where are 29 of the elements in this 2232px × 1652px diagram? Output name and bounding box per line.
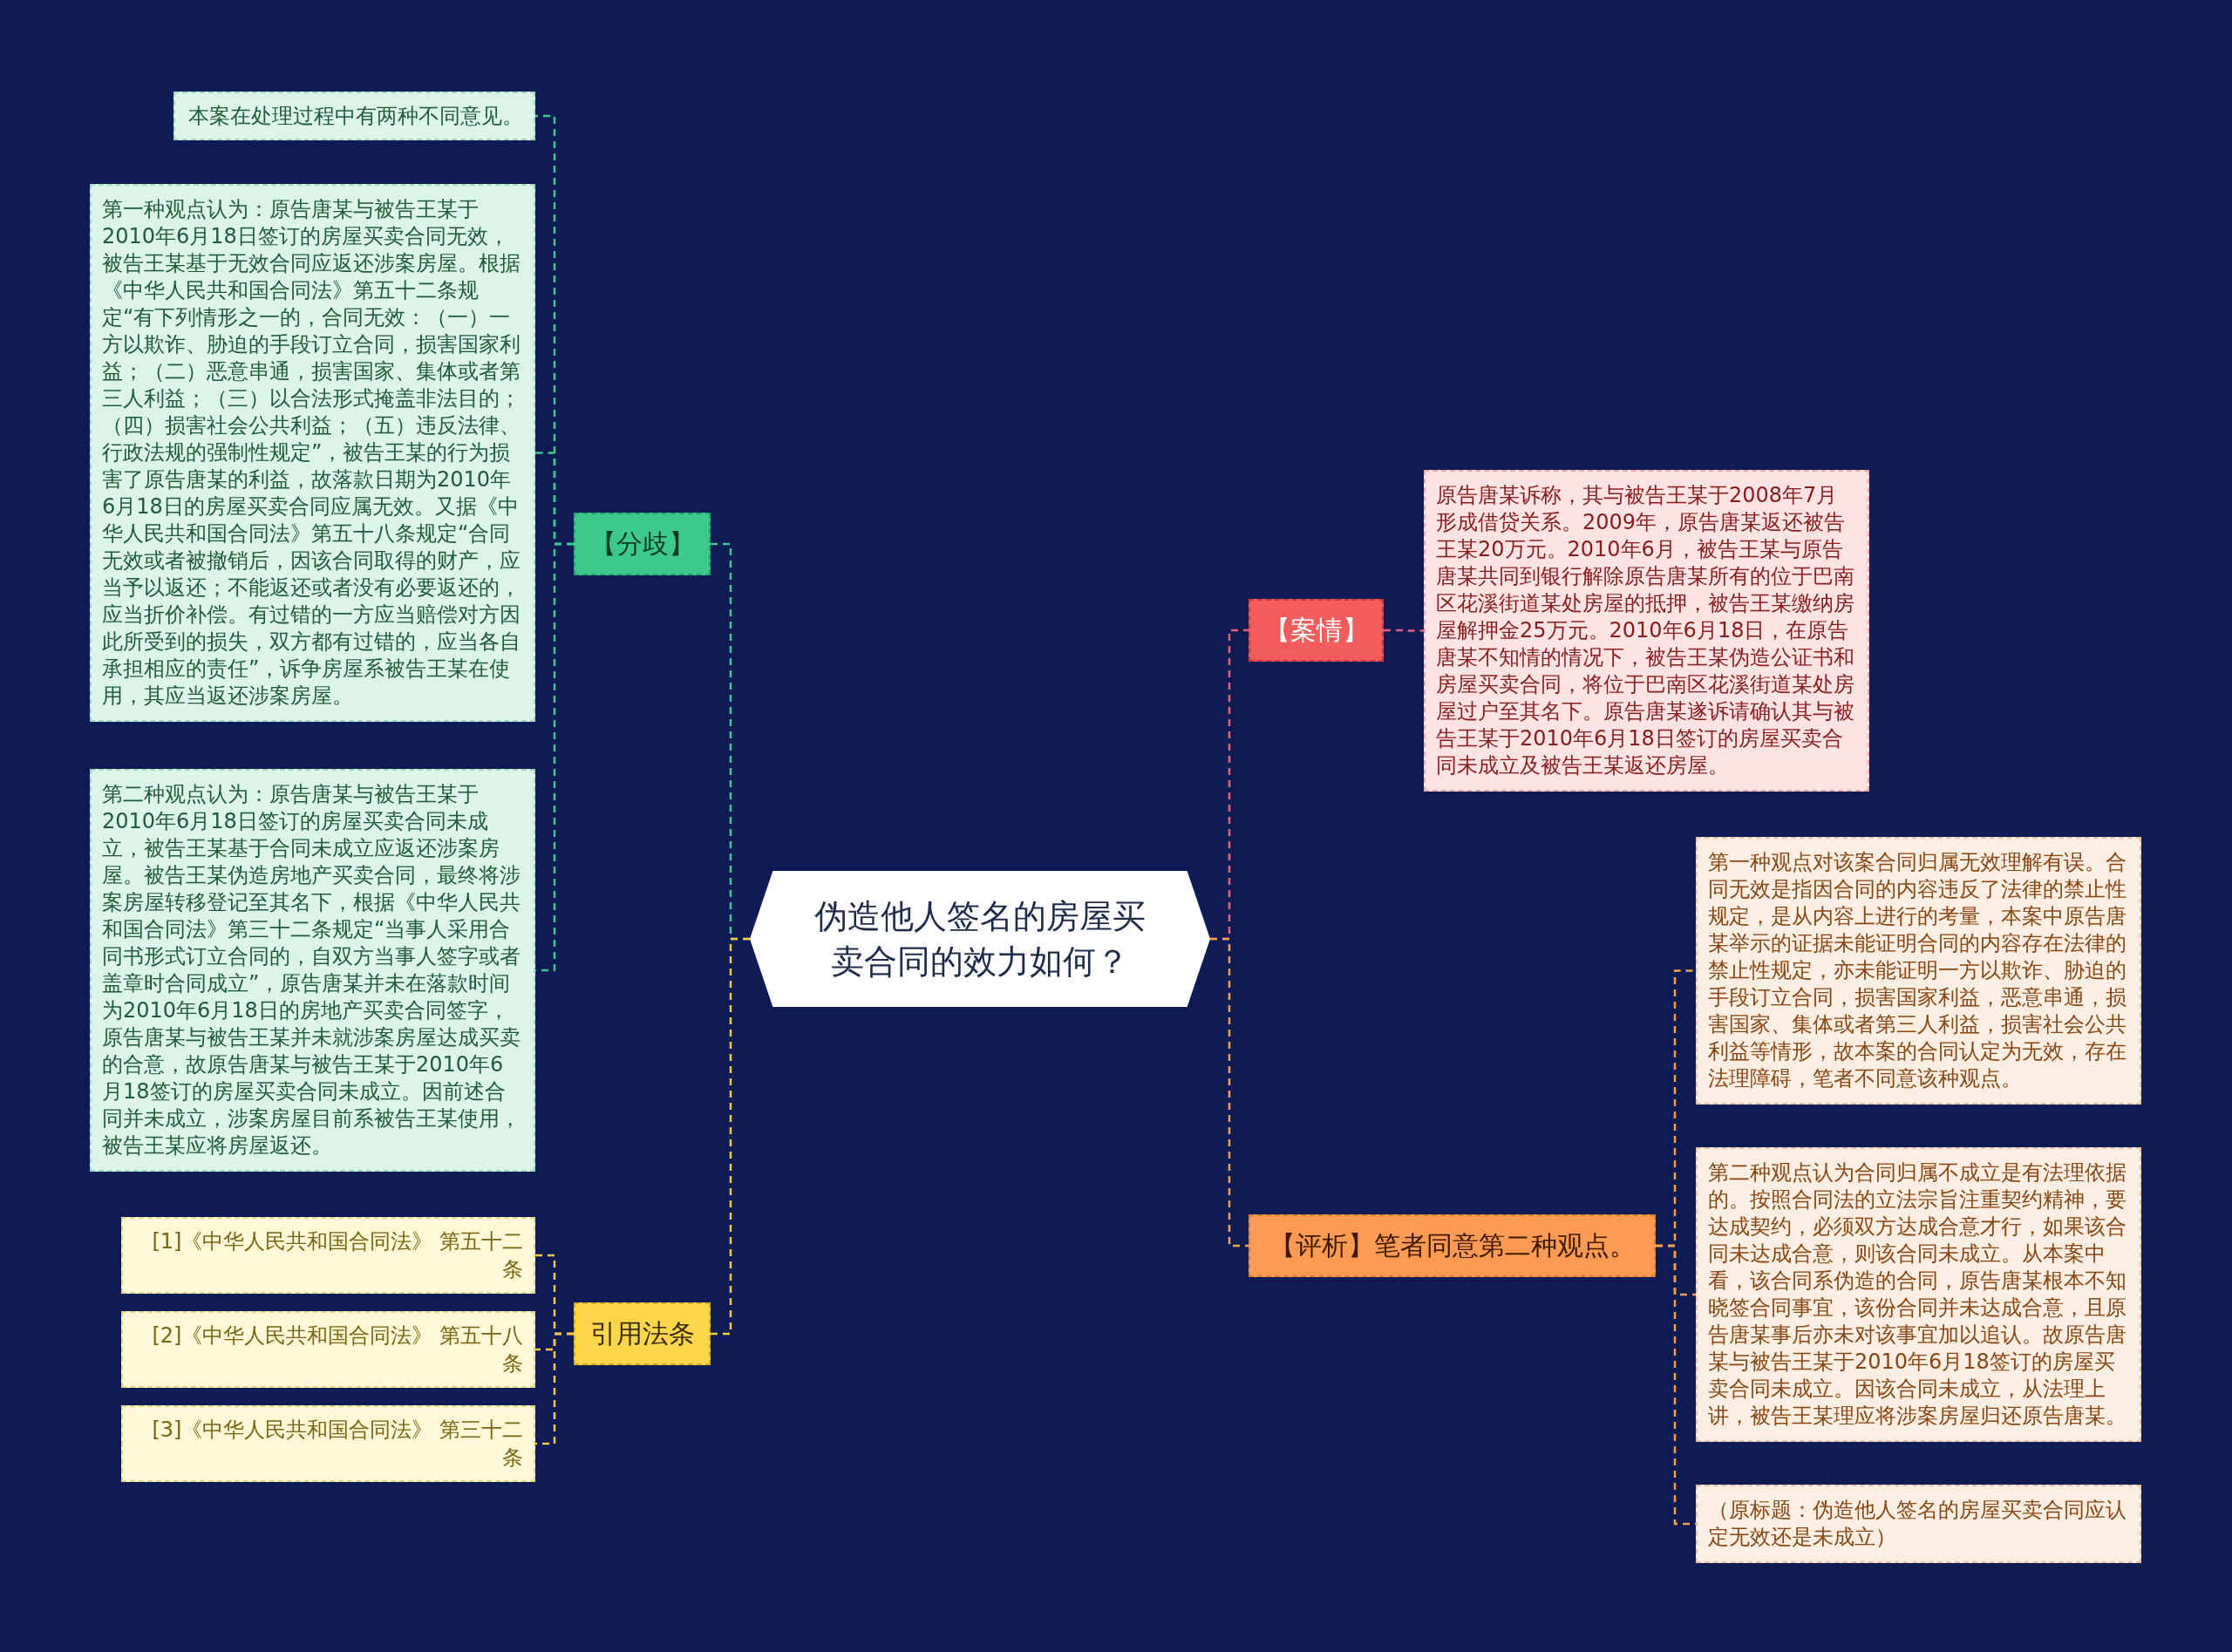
connector-line <box>1384 629 1424 632</box>
note-card <box>174 92 535 140</box>
branch-topic <box>574 513 711 575</box>
topic-hexagon <box>750 871 1210 1007</box>
node-text: 本案在处理过程中有两种不同意见。 <box>187 103 523 130</box>
branch-topic <box>574 1302 711 1365</box>
branch-topic <box>1249 599 1384 662</box>
connector-line <box>711 937 750 1336</box>
branch-topic <box>1249 1214 1656 1277</box>
citation-card <box>121 1405 535 1482</box>
node-text: [1]《中华人民共和国合同法》 第五十二条 <box>151 1228 523 1283</box>
node-text: （原标题：伪造他人签名的房屋买卖合同应认定无效还是未成立） <box>1708 1497 2127 1551</box>
citation-card <box>121 1311 535 1388</box>
topic-title: 伪造他人签名的房屋买卖合同的效力如何？ <box>813 896 1147 982</box>
node-text: 原告唐某诉称，其与被告王某于2008年7月形成借贷关系。2009年，原告唐某返还被告王某20万元。2010年6月，被告王某与原告唐某共同到银行解除原告唐某所有的位于巴南区花溪街道某处房屋的抵押，被告王某缴纳房屋解押金25万元。2010年6月18日，在原告唐某不知情的情况下，被告王某伪造公证书和房屋买卖合同，将位于巴南区花溪街道某处房屋过户至其名下。原告唐某遂诉请确认其与被告王某于2010年6月18日签订的房屋买卖合同未成立及被告王某返还房屋。 <box>1436 482 1855 779</box>
node-text: 第二种观点认为：原告唐某与被告王某于2010年6月18日签订的房屋买卖合同未成立，被告王某基于合同未成立应返还涉案房屋。被告王某伪造房地产买卖合同，最终将涉案房屋转移登记至其名下，根据《中华人民共和国合同法》第三十二条规定“当事人采用合同书形式订立合同的，自双方当事人签字或者盖章时合同成立”，原告唐某并未在落款时间为2010年6月18日的房地产买卖合同签字，原告唐某与被告王某并未就涉案房屋达成买卖的合意，故原告唐某与被告王某于2010年6月18签订的房屋买卖合同未成立。因前述合同并未成立，涉案房屋目前系被告王某使用，被告王某应将房屋返还。 <box>102 781 521 1159</box>
node-text: 第二种观点认为合同归属不成立是有法理依据的。按照合同法的立法宗旨注重契约精神，要达成契约，必须双方达成合意才行，如果该合同未达成合意，则该合同未成立。从本案中看，该合同系伪造的合同，原告唐某根本不知晓签合同事宜，该份合同并未达成合意，且原告唐某事后亦未对该事宜加以追认。故原告唐某与被告王某于2010年6月18签订的房屋买卖合同未成立。因该合同未成立，从法理上讲，被告王某理应将涉案房屋归还原告唐某。 <box>1708 1159 2127 1430</box>
node-text: [3]《中华人民共和国合同法》 第三十二条 <box>151 1417 523 1472</box>
node-text: 第一种观点对该案合同归属无效理解有误。合同无效是指因合同的内容违反了法律的禁止性规定，是从内容上进行的考量，本案中原告唐某举示的证据未能证明合同的内容存在法律的禁止性规定，亦未能证明一方以欺诈、胁迫的手段订立合同，损害国家利益，恶意串通，损害国家、集体或者第三人利益，损害社会公共利益等情形，故本案的合同认定为无效，存在法理障碍，笔者不同意该种观点。 <box>1708 849 2127 1092</box>
node-text: 【评析】笔者同意第二种观点。 <box>1268 1229 1637 1262</box>
node-text: 【案情】 <box>1262 614 1370 647</box>
node-text: [2]《中华人民共和国合同法》 第五十八条 <box>151 1322 523 1377</box>
connector-line <box>535 1332 574 1445</box>
citation-card <box>121 1217 535 1294</box>
node-text: 引用法条 <box>589 1317 696 1350</box>
node-text: 【分歧】 <box>589 527 696 561</box>
note-card <box>1696 1485 2141 1563</box>
node-text: 第一种观点认为：原告唐某与被告王某于2010年6月18日签订的房屋买卖合同无效，被告王某基于无效合同应返还涉案房屋。根据《中华人民共和国合同法》第五十二条规定“有下列情形之一的，合同无效：（一）一方以欺诈、胁迫的手段订立合同，损害国家利益；（二）恶意串通，损害国家、集体或者第三人利益；（三）以合法形式掩盖非法目的；（四）损害社会公共利益；（五）违反法律、行政法规的强制性规定”，被告王某的行为损害了原告唐某的利益，故落款日期为2010年6月18日的房屋买卖合同应属无效。又据《中华人民共和国合同法》第五十八条规定“合同无效或者被撤销后，因该合同取得的财产，应当予以返还；不能返还或者没有必要返还的，应当折价补偿。有过错的一方应当赔偿对方因此所受到的损失，双方都有过错的，应当各自承担相应的责任”，诉争房屋系被告王某在使用，其应当返还涉案房屋。 <box>102 196 521 710</box>
connector-line <box>1210 937 1249 1247</box>
